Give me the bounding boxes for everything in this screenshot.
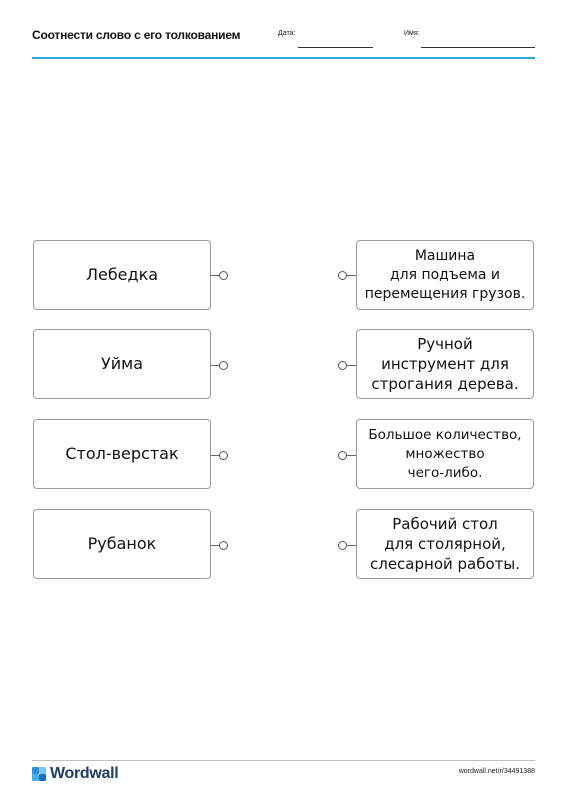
word-connector[interactable] (211, 541, 229, 551)
connector-dot-icon (338, 361, 347, 370)
definition-text: Рабочий стол для столярной, слесарной ра… (369, 515, 520, 573)
word-card[interactable]: Рубанок (33, 509, 211, 579)
definition-card[interactable]: Большое количество, множество чего-либо. (356, 419, 534, 489)
definition-card[interactable]: Рабочий стол для столярной, слесарной ра… (356, 509, 534, 579)
connector-dot-icon (338, 271, 347, 280)
word-text: Рубанок (87, 534, 157, 553)
footer-divider (32, 760, 535, 761)
definition-card[interactable]: Машина для подъема и перемещения грузов. (356, 240, 534, 310)
definition-connector[interactable] (338, 361, 356, 371)
definition-text: Машина для подъема и перемещения грузов. (364, 247, 526, 302)
definition-connector[interactable] (338, 271, 356, 281)
connector-dot-icon (219, 541, 228, 550)
definition-connector[interactable] (338, 451, 356, 461)
brand-name: Wordwall (50, 765, 119, 782)
word-connector[interactable] (211, 451, 229, 461)
word-card[interactable]: Лебедка (33, 240, 211, 310)
definition-card[interactable]: Ручной инструмент для строгания дерева. (356, 329, 534, 399)
definition-text: Большое количество, множество чего-либо. (368, 426, 522, 481)
name-field-line (421, 47, 535, 48)
word-connector[interactable] (211, 271, 229, 281)
definition-text: Ручной инструмент для строгания дерева. (371, 335, 519, 393)
word-connector[interactable] (211, 361, 229, 371)
worksheet-header: Соотнести слово с его толкованием Дата: … (0, 0, 568, 62)
word-card[interactable]: Стол-верстак (33, 419, 211, 489)
word-text: Стол-верстак (65, 444, 179, 463)
definition-connector[interactable] (338, 541, 356, 551)
date-label: Дата: (278, 30, 296, 37)
name-label: Имя: (404, 30, 420, 37)
header-divider (32, 57, 535, 59)
word-text: Уйма (100, 354, 144, 373)
word-card[interactable]: Уйма (33, 329, 211, 399)
connector-dot-icon (338, 541, 347, 550)
word-text: Лебедка (85, 265, 159, 284)
wordwall-logo-icon (32, 767, 46, 781)
worksheet-title: Соотнести слово с его толкованием (32, 28, 241, 42)
connector-dot-icon (338, 451, 347, 460)
connector-dot-icon (219, 361, 228, 370)
connector-dot-icon (219, 271, 228, 280)
wordwall-logo: Wordwall (32, 765, 119, 782)
source-url: wordwall.net/r/34491388 (458, 768, 535, 775)
connector-dot-icon (219, 451, 228, 460)
date-field-line (298, 47, 373, 48)
